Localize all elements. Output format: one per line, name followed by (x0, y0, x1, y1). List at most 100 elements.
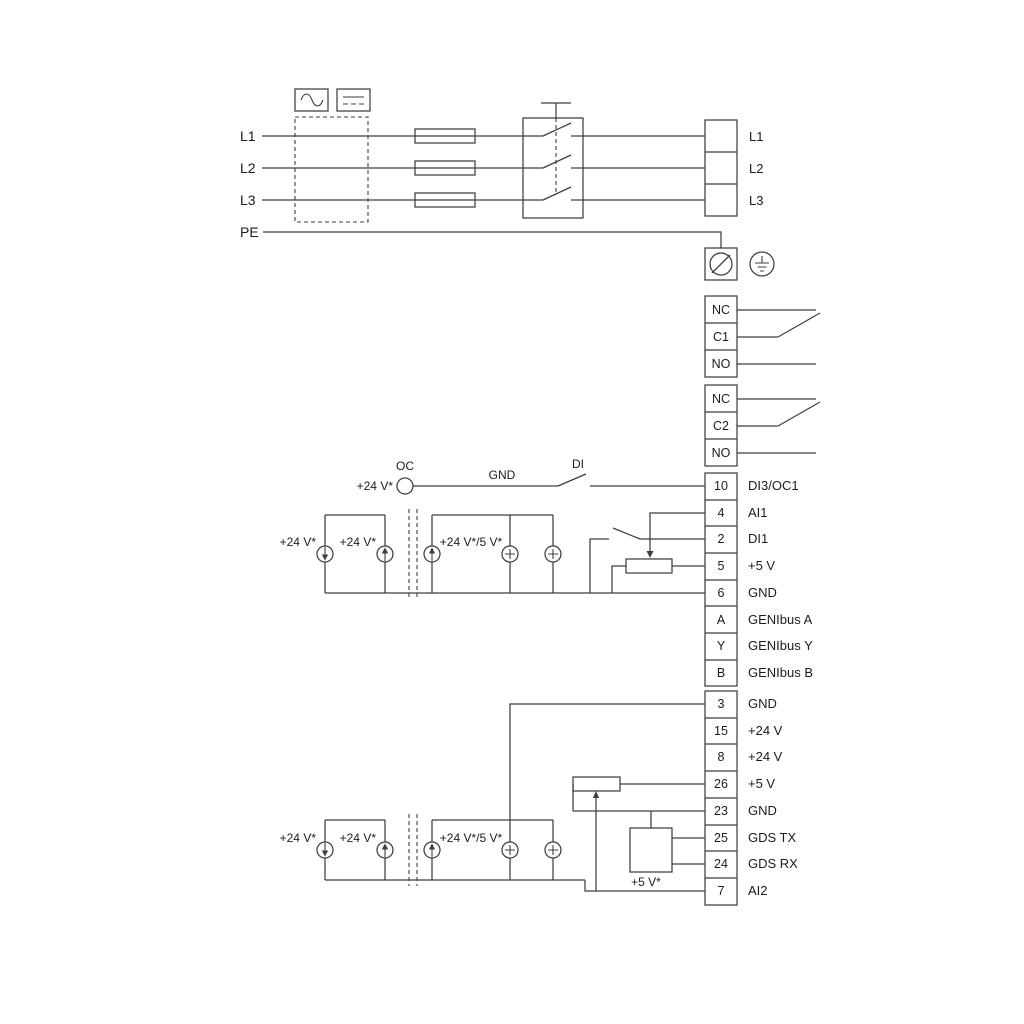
relay2-contact-icon (737, 398, 821, 454)
earth-icon (749, 251, 775, 277)
di1-switch-icon (612, 527, 641, 540)
mains-right-label-l3: L3 (749, 193, 763, 208)
voltage-source-plus-icon (501, 545, 519, 563)
io-label-gnd: GND (748, 585, 777, 600)
comm-label-24v-2: +24 V (748, 749, 783, 764)
io-pin-10: 10 (714, 479, 728, 493)
dc-icon (336, 88, 371, 112)
fuse-icons (414, 128, 476, 208)
io-label-di1: DI1 (748, 531, 768, 546)
current-source-up-icon (423, 545, 441, 563)
io-pin-5: 5 (718, 559, 725, 573)
mid-supply-cluster: +24 V* +24 V* +24 V*/5 V* (280, 509, 562, 599)
pe-line (263, 231, 722, 248)
mains-terminal-block (704, 119, 738, 217)
gnd-annotation-label: GND (489, 468, 516, 482)
relay1-terminal-no: NO (712, 357, 731, 371)
comm-wiring: +5 V* (280, 703, 705, 892)
voltage-source-plus-icon (544, 841, 562, 859)
io-pin-6: 6 (718, 586, 725, 600)
gds-sensor-box-icon (629, 827, 705, 873)
current-source-up-icon (376, 545, 394, 563)
io-label-genibus-b: GENIbus B (748, 665, 813, 680)
voltage-source-plus-icon (544, 545, 562, 563)
io-label-genibus-a: GENIbus A (748, 612, 813, 627)
sensor-supply-label: +5 V* (631, 875, 661, 889)
setpoint-potentiometer-icon (611, 558, 705, 593)
di3-switch-icon (557, 473, 587, 487)
voltage-source-plus-icon (501, 841, 519, 859)
relay1-contact-icon (737, 309, 821, 365)
io-label-5v: +5 V (748, 558, 775, 573)
main-switch-icon (522, 102, 584, 219)
io-pin-y: Y (717, 639, 726, 653)
mains-left-label-l2: L2 (240, 160, 256, 176)
relay1-terminal-nc: NC (712, 303, 730, 317)
relay1-terminal-c1: C1 (713, 330, 729, 344)
io-label-di3oc1: DI3/OC1 (748, 478, 799, 493)
io-label-ai1: AI1 (748, 505, 768, 520)
gnd23-line (573, 810, 705, 828)
relay1-block: NC C1 NO (704, 295, 821, 378)
screw-terminal-icon (704, 247, 738, 281)
comm-pin-25: 25 (714, 831, 728, 845)
comm-pin-15: 15 (714, 724, 728, 738)
drive-input-dashed-outline (294, 116, 369, 223)
comm-label-gds-rx: GDS RX (748, 856, 798, 871)
mains-left-label-l1: L1 (240, 128, 256, 144)
io-pin-b: B (717, 666, 725, 680)
current-source-down-icon (316, 545, 334, 563)
comm-pin-3: 3 (718, 697, 725, 711)
bot-supply2-label: +24 V* (340, 831, 377, 845)
comm-label-ai2: AI2 (748, 883, 768, 898)
mains-left-label-l3: L3 (240, 192, 256, 208)
io-pin-4: 4 (718, 506, 725, 520)
bot-supply1-label: +24 V* (280, 831, 317, 845)
comm-label-24v-1: +24 V (748, 723, 783, 738)
oc-label: OC (396, 459, 414, 473)
oc-output-circle-icon (396, 477, 414, 495)
wiper-arrow-icon (592, 791, 600, 798)
comm-label-gnd: GND (748, 696, 777, 711)
bot-supply3-label: +24 V*/5 V* (440, 831, 503, 845)
option-separator-dashed (408, 509, 418, 599)
io-label-genibus-y: GENIbus Y (748, 638, 813, 653)
current-source-up-icon (376, 841, 394, 859)
wiper-arrow-icon (646, 551, 654, 558)
relay2-block: NC C2 NO (704, 384, 821, 467)
io-terminal-block: 10 4 2 5 6 A Y B DI3/OC1 AI1 DI1 +5 V GN… (704, 472, 813, 687)
bot-supply-cluster: +24 V* +24 V* +24 V*/5 V* (280, 814, 585, 886)
current-source-up-icon (423, 841, 441, 859)
relay2-terminal-no: NO (712, 446, 731, 460)
comm-label-gds-tx: GDS TX (748, 830, 796, 845)
current-source-down-icon (316, 841, 334, 859)
comm-pin-23: 23 (714, 804, 728, 818)
pe-label: PE (240, 224, 259, 240)
comm-label-5v: +5 V (748, 776, 775, 791)
io-pin-2: 2 (718, 532, 725, 546)
option-separator-dashed (408, 814, 418, 886)
oc-supply-label: +24 V* (357, 479, 394, 493)
ac-icon (294, 88, 329, 112)
mid-supply3-label: +24 V*/5 V* (440, 535, 503, 549)
gnd3-line (509, 703, 705, 820)
comm-pin-26: 26 (714, 777, 728, 791)
mid-supply1-label: +24 V* (280, 535, 317, 549)
mains-section: L1 L2 L3 PE L1 L2 L3 (240, 88, 775, 281)
phase-lines (262, 135, 705, 201)
di-label: DI (572, 457, 584, 471)
io-pin-a: A (717, 613, 726, 627)
relay2-terminal-nc: NC (712, 392, 730, 406)
comm-pin-24: 24 (714, 857, 728, 871)
sensor-potentiometer-icon (572, 776, 705, 811)
comm-label-gnd2: GND (748, 803, 777, 818)
di1-line (589, 538, 705, 593)
io-wiring: +24 V* OC GND DI (280, 457, 705, 599)
comm-terminal-block: 3 15 8 26 23 25 24 7 GND +24 V +24 V +5 … (704, 690, 798, 906)
ai1-line (649, 512, 705, 551)
mains-right-label-l2: L2 (749, 161, 763, 176)
mains-right-label-l1: L1 (749, 129, 763, 144)
relay2-terminal-c2: C2 (713, 419, 729, 433)
mid-supply2-label: +24 V* (340, 535, 377, 549)
